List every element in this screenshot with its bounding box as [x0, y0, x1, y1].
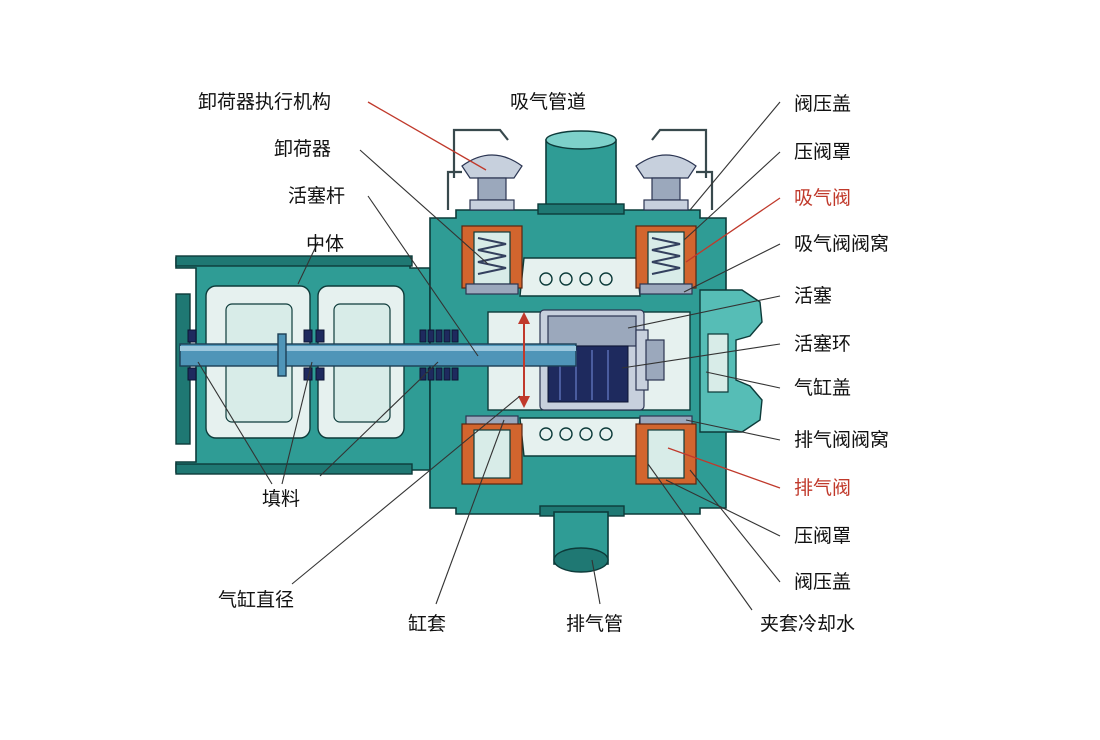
actuator-tubes	[446, 128, 714, 210]
middle-body-frame	[175, 255, 431, 475]
label-unloader: 卸荷器	[274, 138, 331, 160]
label-packing: 填料	[262, 488, 300, 510]
suction-pipe	[537, 130, 625, 215]
label-suction-valve: 吸气阀	[794, 187, 851, 209]
label-cylinder-liner: 缸套	[408, 613, 446, 635]
label-suction-pipe: 吸气管道	[510, 91, 586, 113]
suction-valve-left	[461, 225, 523, 295]
discharge-pipe	[539, 505, 625, 573]
label-valve-cover-top: 压阀罩	[794, 141, 851, 163]
label-cylinder-head: 气缸盖	[794, 377, 851, 399]
unloader-actuator-right	[635, 154, 697, 211]
label-discharge-valve-seat: 排气阀阀窝	[794, 429, 889, 451]
label-piston-ring: 活塞环	[794, 333, 851, 355]
label-unloader-actuator: 卸荷器执行机构	[198, 91, 331, 113]
label-suction-valve-seat: 吸气阀阀窝	[794, 233, 889, 255]
label-valve-gland-top: 阀压盖	[794, 93, 851, 115]
labels: 卸荷器执行机构 卸荷器 活塞杆 中体 填料 气缸直径 缸套 吸气管道 排气管 阀…	[198, 91, 889, 635]
label-valve-cover-bottom: 压阀罩	[794, 525, 851, 547]
discharge-valve-right	[635, 415, 697, 485]
discharge-valve-left	[461, 415, 523, 485]
label-discharge-valve: 排气阀	[794, 477, 851, 499]
unloader-actuator-left	[461, 154, 523, 211]
piston-rod	[179, 333, 577, 377]
leader-lines	[197, 101, 781, 611]
suction-valve-right	[635, 225, 697, 295]
label-valve-gland-bottom: 阀压盖	[794, 571, 851, 593]
label-middle-body: 中体	[306, 233, 344, 255]
label-jacket-cooling-water: 夹套冷却水	[760, 613, 855, 635]
label-discharge-pipe: 排气管	[566, 613, 623, 635]
cylinder-diameter-arrow	[518, 312, 530, 408]
label-cylinder-diameter: 气缸直径	[218, 589, 294, 611]
label-piston: 活塞	[794, 285, 832, 307]
packing	[187, 329, 459, 381]
label-piston-rod: 活塞杆	[288, 185, 345, 207]
